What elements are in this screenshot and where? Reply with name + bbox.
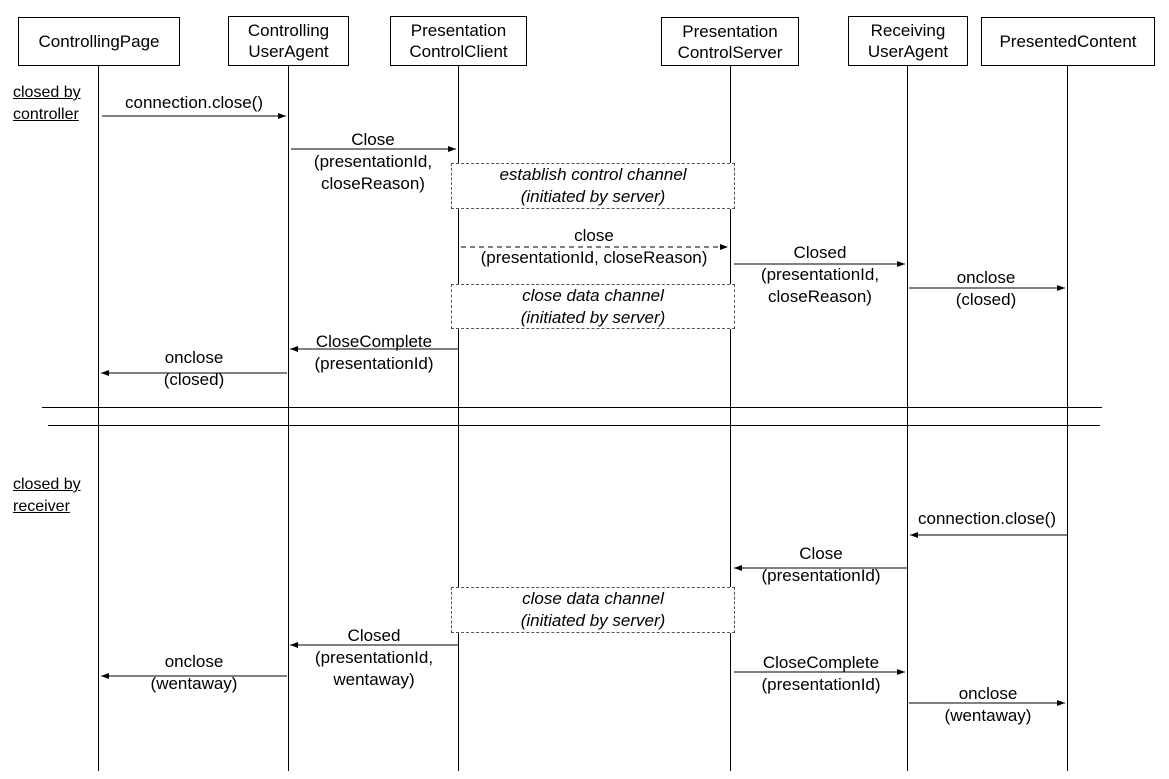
participant-presented-content: PresentedContent (981, 17, 1155, 66)
message-label-close-complete-2: CloseComplete (presentationId) (761, 653, 881, 694)
lifeline-controlling-user-agent (288, 66, 289, 771)
message-label-onclose-wentaway-page: onclose (wentaway) (150, 652, 238, 693)
message-label-closed-1: Closed (presentationId, closeReason) (760, 243, 880, 306)
participant-controlling-user-agent: Controlling UserAgent (228, 16, 349, 66)
note-establish-control-channel: establish control channel (initiated by … (451, 163, 735, 209)
message-label-onclose-wentaway-content: onclose (wentaway) (944, 684, 1032, 725)
participant-presentation-control-server: Presentation ControlServer (661, 17, 799, 66)
lifeline-presentation-control-client (458, 66, 459, 771)
section-label-closed-by-receiver: closed by receiver (13, 476, 81, 515)
message-label-closed-2: Closed (presentationId, wentaway) (314, 626, 434, 689)
section-separator-top (42, 407, 1102, 408)
section-label-closed-by-controller: closed by controller (13, 84, 81, 123)
note-close-data-channel-1: close data channel (initiated by server) (451, 284, 735, 329)
message-label-close-complete-1: CloseComplete (presentationId) (314, 332, 434, 373)
participant-presentation-control-client: Presentation ControlClient (390, 16, 527, 66)
message-label-connection-close-1: connection.close() (125, 93, 263, 112)
message-label-close-1: Close (presentationId, closeReason) (313, 130, 433, 193)
lifeline-controlling-page (98, 66, 99, 771)
message-label-connection-close-2: connection.close() (918, 509, 1056, 528)
section-separator-bottom (48, 425, 1100, 426)
message-label-close-2: Close (presentationId) (761, 544, 881, 585)
message-label-onclose-closed-page: onclose (closed) (163, 348, 225, 389)
lifeline-receiving-user-agent (907, 66, 908, 771)
note-close-data-channel-2: close data channel (initiated by server) (451, 587, 735, 633)
message-label-onclose-closed-content: onclose (closed) (955, 268, 1017, 309)
participant-controlling-page: ControllingPage (18, 17, 180, 66)
lifeline-presented-content (1067, 66, 1068, 771)
message-label-close-lowercase: close (presentationId, closeReason) (480, 226, 708, 267)
participant-receiving-user-agent: Receiving UserAgent (848, 16, 968, 66)
lifeline-presentation-control-server (730, 66, 731, 771)
